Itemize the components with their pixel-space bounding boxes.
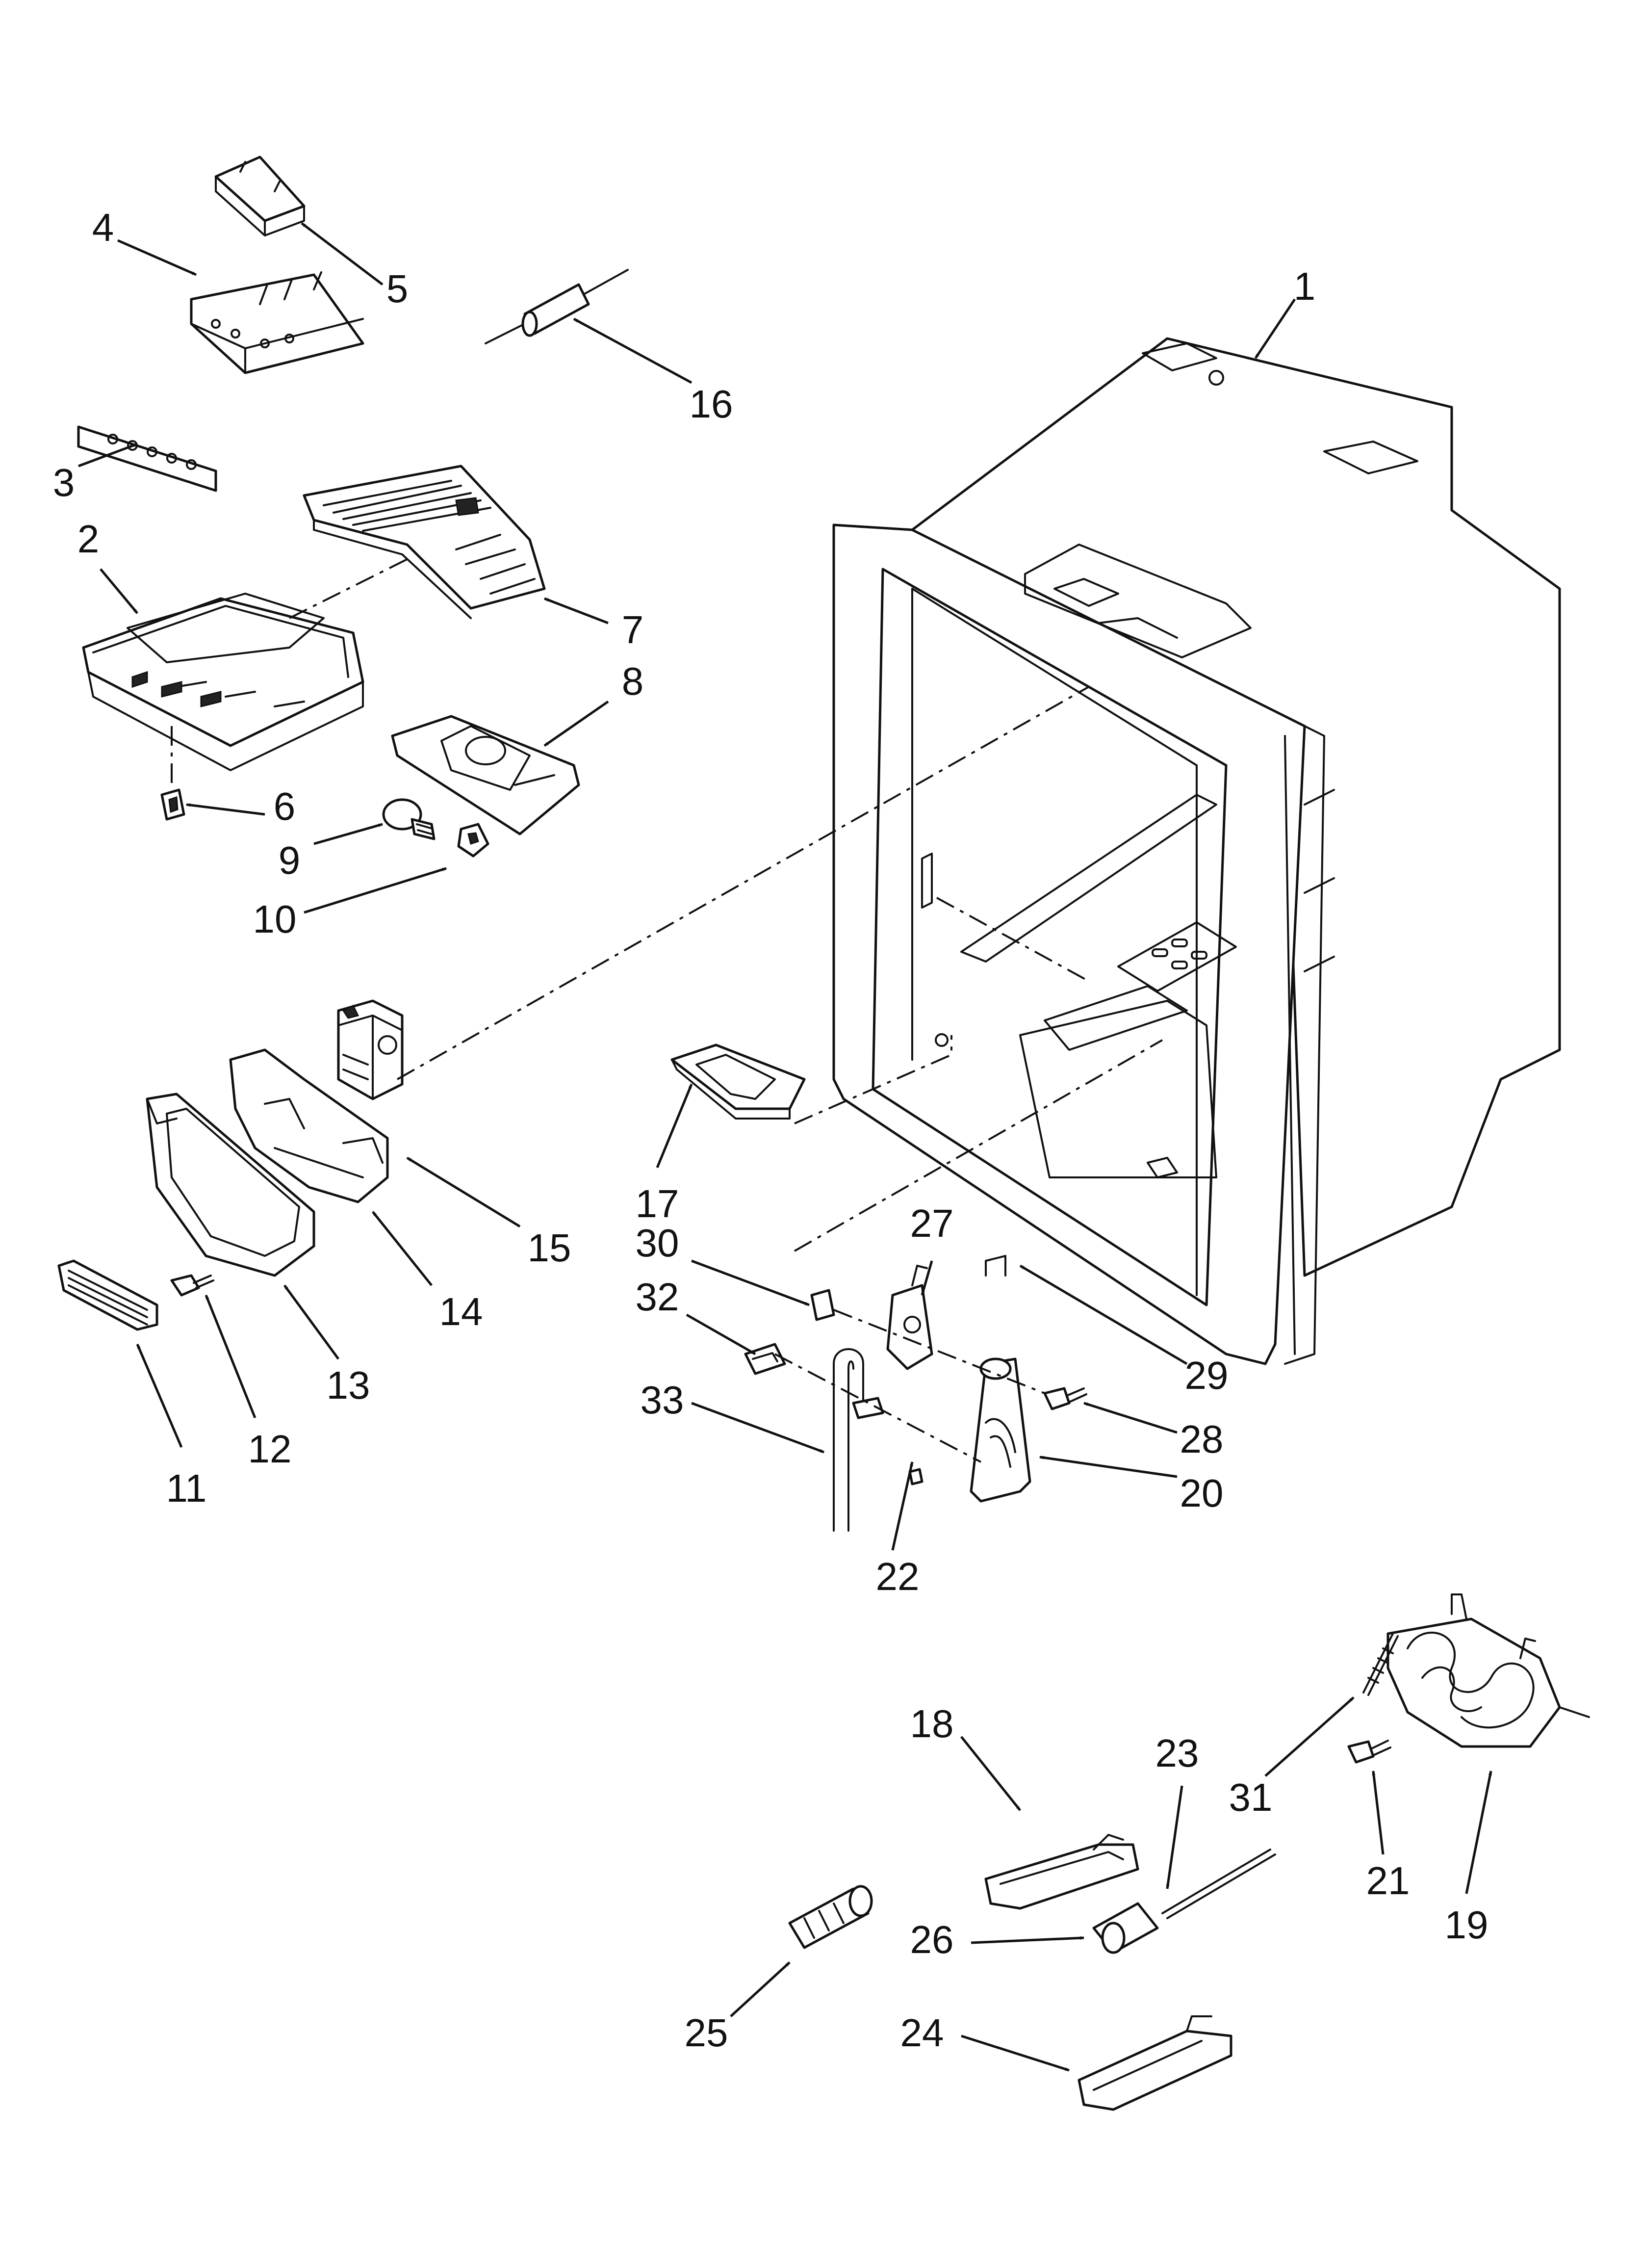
part-11-grille <box>57 1259 158 1331</box>
leader-lines <box>78 222 1492 2072</box>
alignment-lines <box>171 558 1163 1463</box>
part-2-control-housing <box>82 593 364 771</box>
callout-24: 24 <box>900 2011 944 2055</box>
callout-16: 16 <box>690 382 733 426</box>
part-7-duct-cover <box>303 465 546 619</box>
callout-20: 20 <box>1180 1471 1224 1515</box>
part-22-clip <box>908 1468 924 1486</box>
part-8-light-housing <box>391 715 580 835</box>
callout-18: 18 <box>910 1702 954 1746</box>
callout-22: 22 <box>876 1555 920 1598</box>
callout-5: 5 <box>386 267 409 311</box>
callout-19: 19 <box>1445 1903 1488 1947</box>
part-3-control-overlay <box>77 425 217 492</box>
part-25-fuse <box>788 1885 873 1949</box>
part-4-control-bracket <box>190 271 364 374</box>
part-5-clip <box>214 156 306 236</box>
callout-11: 11 <box>166 1466 206 1510</box>
part-19-defrost-heater <box>1386 1593 1590 1748</box>
part-20-cover <box>970 1357 1031 1503</box>
callout-28: 28 <box>1180 1417 1224 1461</box>
callout-25: 25 <box>685 2011 728 2055</box>
callout-21: 21 <box>1366 1859 1410 1903</box>
part-27-bracket <box>886 1265 933 1370</box>
part-10-light-socket <box>457 823 489 858</box>
part-9-light-bulb <box>382 798 436 840</box>
part-23-thermistor <box>1161 1849 1276 1919</box>
callout-2: 2 <box>77 517 100 561</box>
part-24-tray <box>1078 2015 1232 2111</box>
callout-4: 4 <box>92 206 114 249</box>
part-32-clamp <box>744 1343 786 1375</box>
part-18-bracket <box>984 1834 1139 1910</box>
callout-12: 12 <box>248 1427 292 1471</box>
part-30-clip <box>810 1289 835 1321</box>
part-14-housing <box>229 1048 389 1203</box>
callout-1: 1 <box>1294 264 1316 308</box>
callout-33: 33 <box>641 1378 684 1422</box>
callout-13: 13 <box>327 1363 370 1407</box>
callout-23: 23 <box>1155 1731 1199 1775</box>
callout-7: 7 <box>622 608 644 652</box>
callout-29: 29 <box>1185 1354 1229 1397</box>
callout-27: 27 <box>910 1201 954 1245</box>
part-29-clip <box>985 1255 1006 1277</box>
callout-10: 10 <box>253 897 297 941</box>
callout-26: 26 <box>910 1918 954 1961</box>
part-26-connector <box>1092 1902 1159 1954</box>
part-31-screw <box>1362 1633 1399 1696</box>
callout-numbers: 1 2 3 4 5 6 7 8 9 10 11 12 13 14 15 16 1… <box>53 206 1488 2055</box>
callout-6: 6 <box>274 784 296 828</box>
callout-31: 31 <box>1229 1775 1273 1819</box>
part-1-cabinet-liner <box>832 337 1561 1365</box>
part-16-capacitor <box>485 269 629 344</box>
callout-32: 32 <box>636 1275 679 1319</box>
part-13-front-cover <box>146 1093 315 1277</box>
callout-3: 3 <box>53 461 75 504</box>
callout-15: 15 <box>528 1226 571 1270</box>
part-12-screw <box>170 1274 214 1297</box>
part-15-damper-control <box>337 999 404 1100</box>
callout-9: 9 <box>279 838 301 882</box>
callout-14: 14 <box>439 1290 483 1333</box>
callout-30: 30 <box>636 1221 679 1265</box>
part-6-switch <box>160 788 185 821</box>
callout-17: 17 <box>636 1182 679 1225</box>
part-17-drain-trough <box>670 1043 806 1120</box>
part-33-tube <box>833 1348 884 1532</box>
part-28-screw <box>1043 1387 1087 1410</box>
part-21-screw <box>1347 1740 1391 1764</box>
callout-8: 8 <box>622 659 644 703</box>
